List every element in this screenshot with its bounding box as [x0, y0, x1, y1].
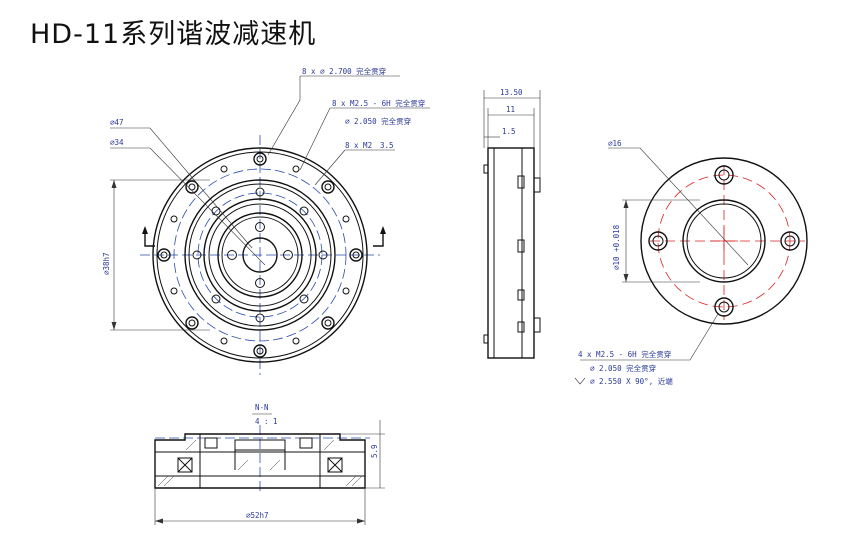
front-output: [217, 212, 303, 298]
rear-outer: [640, 157, 808, 325]
rear-bore-inner: [686, 203, 762, 279]
side-body: [487, 147, 535, 359]
section-hatch: [157, 439, 363, 487]
rear-bore: [682, 199, 766, 283]
front-output-inner: [221, 216, 299, 294]
front-view: 8 x ⌀ 2.700 完全贯穿 8 x M2.5 - 6H 完全贯穿 ⌀ 2.…: [102, 66, 430, 375]
dim-height: 5.9: [370, 444, 379, 458]
front-output-holes: [227, 222, 293, 288]
dim-dia52: ⌀52h7: [246, 511, 269, 520]
bearing-left: [177, 457, 193, 473]
callout-rear-tap: 4 x M2.5 - 6H 完全贯穿: [578, 349, 671, 359]
dim-1350: 13.50: [500, 88, 523, 97]
callout-dia38: ⌀38h7: [102, 252, 111, 275]
callout-dia16: ⌀16: [608, 139, 622, 148]
front-hub: [203, 198, 317, 312]
callout-tap-m25: 8 x M2.5 - 6H 完全贯穿: [332, 98, 425, 108]
callout-dia34: ⌀34: [110, 138, 124, 147]
section-mark-right: [373, 230, 384, 247]
front-bore: [242, 237, 278, 273]
callout-holes27: 8 x ⌀ 2.700 完全贯穿: [302, 66, 386, 76]
rear-bolt-circle: [657, 174, 791, 308]
front-outer-flange-chamfer: [156, 151, 364, 359]
leader-tap-m25: [299, 107, 331, 171]
leader-m2: [314, 149, 346, 186]
callout-dia10: ⌀10 +0.018: [612, 224, 621, 270]
callout-rear-csink: ⌀ 2.550 X 90°, 近端: [590, 376, 673, 386]
front-outer-flange: [152, 147, 368, 363]
leader-rear-tap: [580, 313, 719, 361]
front-inner-bolt-circle: [197, 192, 323, 318]
callout-dia47: ⌀47: [110, 118, 124, 127]
bearing-right: [327, 457, 343, 473]
dim-15: 1.5: [502, 127, 516, 136]
front-body-ring-inner: [188, 183, 332, 327]
dim-11: 11: [506, 105, 515, 114]
side-view: 13.50 11 1.5: [483, 88, 541, 359]
leader-dia47: [110, 127, 253, 249]
front-body-ring: [184, 179, 336, 331]
leader-dia16: [608, 147, 749, 266]
front-bolt-circle: [173, 168, 347, 342]
front-hub-inner: [208, 203, 312, 307]
section-outline: [154, 433, 366, 489]
rear-holes: [648, 165, 800, 317]
csink-icon: [574, 377, 586, 385]
callout-tap-m25-drill: ⌀ 2.050 完全贯穿: [345, 116, 411, 126]
section-scale: 4 : 1: [255, 417, 278, 426]
leader-holes27: [267, 76, 301, 156]
callout-m2-depth: 3.5: [380, 141, 394, 150]
front-outer-holes: [157, 152, 363, 358]
leader-dia34: [110, 147, 266, 266]
callout-m2: 8 x M2: [345, 141, 372, 150]
drawing-title: HD-11系列谐波减速机: [30, 19, 317, 50]
rear-view: ⌀16 ⌀10 +0.018 4 x M2.5 - 6H 完全贯穿 ⌀ 2.05…: [574, 139, 808, 386]
section-label: N-N: [255, 403, 269, 412]
section-mark-left: [144, 230, 155, 247]
callout-rear-drill: ⌀ 2.050 完全贯穿: [590, 363, 656, 373]
section-view: N-N 4 : 1: [154, 403, 385, 525]
